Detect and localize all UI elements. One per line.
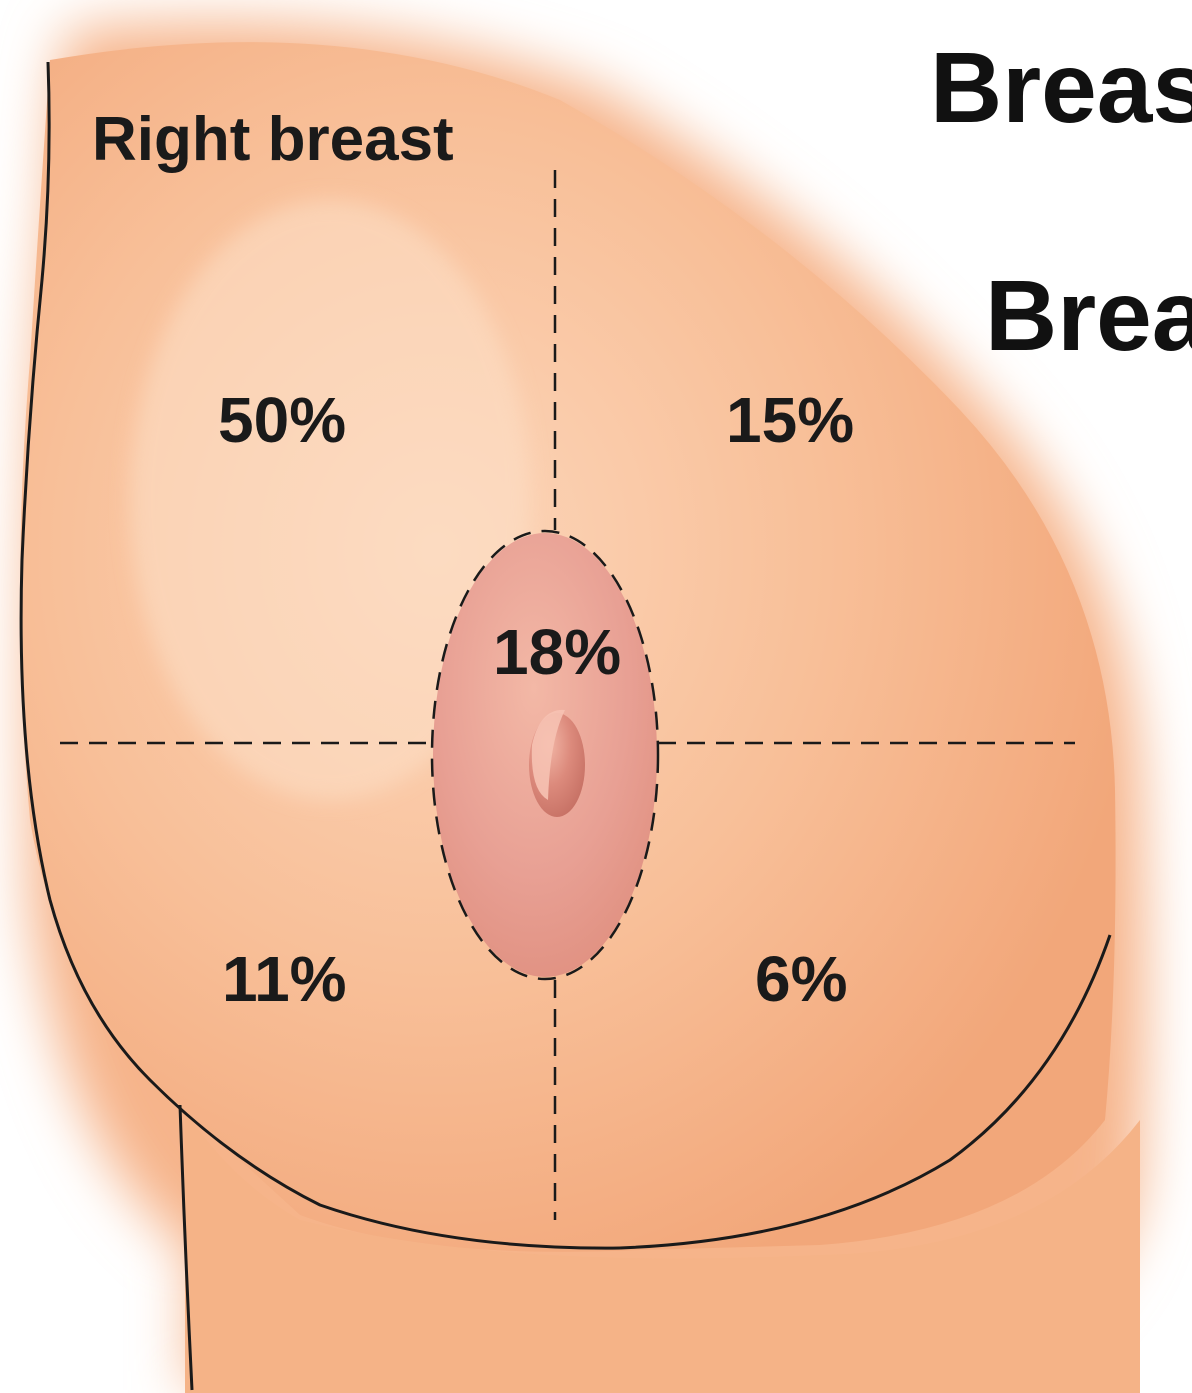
lower-inner-percent: 6% [755,943,848,1015]
upper-inner-percent: 15% [726,384,854,456]
heading-line-2: Brea [985,260,1192,372]
upper-outer-percent: 50% [218,384,346,456]
central-percent: 18% [493,616,621,688]
heading-line-1: Breas [930,32,1192,144]
side-label: Right breast [92,105,454,174]
lower-outer-percent: 11% [222,943,347,1015]
